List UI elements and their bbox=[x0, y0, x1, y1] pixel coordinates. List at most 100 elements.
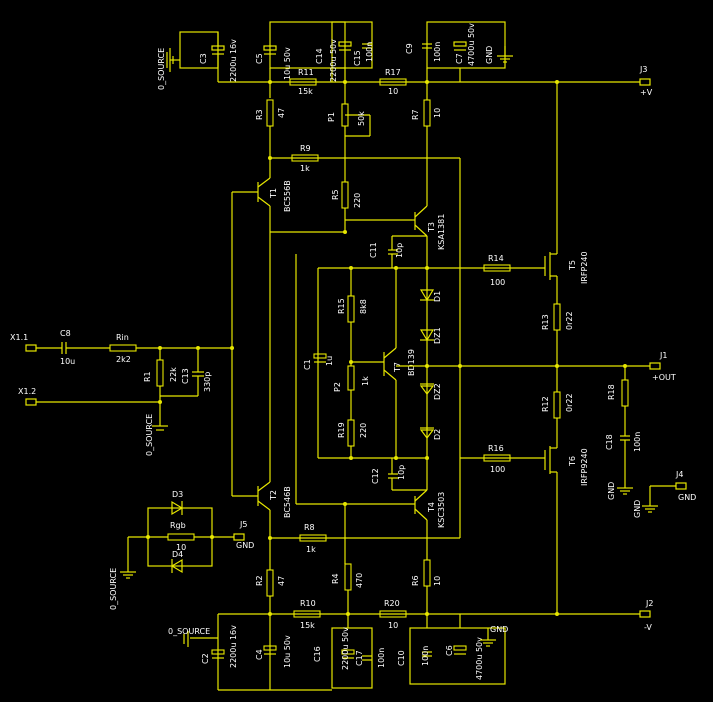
t2-value: BC546B bbox=[283, 486, 292, 518]
potentiometer-p2 bbox=[347, 360, 384, 420]
connector-x12 bbox=[25, 398, 37, 406]
transistor-t2 bbox=[257, 232, 271, 570]
c17-value: 100n bbox=[377, 648, 386, 668]
c1-ref: C1 bbox=[303, 359, 312, 370]
j1-ref: J1 bbox=[659, 351, 667, 360]
c12-value: 10p bbox=[397, 465, 406, 480]
c9-value: 100n bbox=[433, 42, 442, 62]
c5-value: 10u 50v bbox=[283, 47, 292, 80]
positive-rail-wires bbox=[217, 68, 640, 240]
capacitor-c2 bbox=[211, 649, 225, 659]
connector-x11 bbox=[25, 344, 37, 352]
capacitor-c9 bbox=[422, 43, 432, 49]
resistor-r16 bbox=[483, 454, 511, 462]
connector-j2 bbox=[639, 610, 651, 618]
t2-ref: T2 bbox=[269, 490, 278, 501]
resistor-r17 bbox=[379, 78, 407, 86]
r19-value: 220 bbox=[359, 423, 368, 438]
c14-value: 2200u 50v bbox=[329, 39, 338, 82]
connector-j4 bbox=[675, 482, 687, 490]
ground-symbol bbox=[166, 48, 180, 72]
resistor-r5 bbox=[341, 181, 349, 209]
c2-value: 2200u 16v bbox=[229, 625, 238, 668]
r7-value: 10 bbox=[433, 108, 442, 118]
resistor-r4 bbox=[344, 563, 352, 591]
j3-label: +V bbox=[640, 88, 653, 97]
resistor-r2 bbox=[266, 569, 274, 597]
capacitor-c16 bbox=[341, 649, 355, 659]
resistor-r13 bbox=[553, 303, 561, 331]
c16-ref: C16 bbox=[313, 646, 322, 662]
t1-value: BC556B bbox=[283, 180, 292, 212]
c18-value: 100n bbox=[633, 432, 642, 452]
r9-value: 1k bbox=[300, 164, 310, 173]
c6-value: 4700u 50v bbox=[475, 637, 484, 680]
r10-ref: R10 bbox=[300, 599, 316, 608]
ground-symbol bbox=[120, 571, 136, 579]
mosfet-t5 bbox=[544, 240, 558, 292]
r20-ref: R20 bbox=[384, 599, 400, 608]
resistor-rin bbox=[109, 344, 137, 352]
r16-value: 100 bbox=[490, 465, 505, 474]
resistor-r15 bbox=[347, 295, 355, 323]
r2-ref: R2 bbox=[255, 575, 264, 586]
capacitor-c1 bbox=[313, 353, 327, 363]
r7-ref: R7 bbox=[411, 109, 420, 120]
zener-dz2 bbox=[419, 383, 435, 395]
potentiometer-p1 bbox=[341, 82, 371, 182]
rgb-ref: Rgb bbox=[170, 521, 186, 530]
t7-value: BD139 bbox=[407, 349, 416, 376]
r6-value: 10 bbox=[433, 576, 442, 586]
net-label: GND bbox=[490, 625, 508, 634]
resistor-rgb bbox=[167, 533, 195, 541]
capacitor-c10 bbox=[422, 651, 432, 657]
r16-ref: R16 bbox=[488, 444, 504, 453]
j2-label: -V bbox=[644, 623, 652, 632]
r13-value: 0r22 bbox=[565, 311, 574, 330]
c11-value: 10p bbox=[395, 243, 404, 258]
net-label: GND bbox=[485, 46, 494, 64]
resistor-r18 bbox=[621, 379, 629, 407]
resistor-r9 bbox=[291, 154, 319, 162]
net-label: 0_SOURCE bbox=[157, 48, 166, 90]
c17-ref: C17 bbox=[355, 650, 364, 666]
j5-label: GND bbox=[236, 541, 254, 550]
c10-value: 100n bbox=[421, 646, 430, 666]
ground-symbol bbox=[497, 46, 513, 63]
resistor-r11 bbox=[289, 78, 317, 86]
t7-ref: T7 bbox=[393, 362, 402, 373]
resistor-r10 bbox=[293, 610, 321, 618]
net-label: 0_SOURCE bbox=[109, 568, 118, 610]
c13-value: 330p bbox=[203, 372, 212, 392]
r2-value: 47 bbox=[277, 576, 286, 586]
d3-ref: D3 bbox=[172, 490, 183, 499]
t4-value: KSC3503 bbox=[437, 492, 446, 528]
ground-symbol bbox=[183, 631, 218, 647]
diode-d2 bbox=[419, 427, 435, 439]
x12-ref: X1.2 bbox=[18, 387, 36, 396]
capacitor-c18 bbox=[620, 435, 630, 488]
capacitor-c15 bbox=[362, 43, 372, 49]
resistor-r19 bbox=[347, 419, 355, 447]
r17-ref: R17 bbox=[385, 68, 401, 77]
connector-j3 bbox=[639, 78, 651, 86]
r17-value: 10 bbox=[388, 87, 398, 96]
t4-ref: T4 bbox=[427, 502, 436, 513]
r8-ref: R8 bbox=[304, 523, 315, 532]
r13-ref: R13 bbox=[541, 314, 550, 330]
r4-ref: R4 bbox=[331, 573, 340, 584]
c1-value: 1u bbox=[325, 356, 334, 366]
connector-j1 bbox=[649, 362, 661, 370]
net-label: GND bbox=[633, 500, 642, 518]
c3-value: 2200u 16v bbox=[229, 39, 238, 82]
c8-value: 10u bbox=[60, 357, 75, 366]
t3-ref: T3 bbox=[427, 222, 436, 233]
ground-symbol bbox=[617, 487, 633, 495]
r3-value: 47 bbox=[277, 108, 286, 118]
capacitor-c14 bbox=[338, 41, 352, 51]
r14-ref: R14 bbox=[488, 254, 504, 263]
c13-ref: C13 bbox=[181, 368, 190, 384]
r5-ref: R5 bbox=[331, 189, 340, 200]
d2-ref: D2 bbox=[433, 429, 442, 440]
